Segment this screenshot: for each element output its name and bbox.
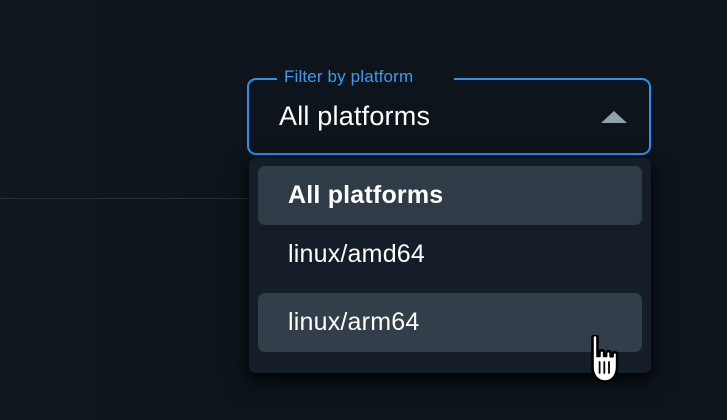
- outline-right-segment: [649, 87, 651, 146]
- outline-corner-bottom-right: [633, 137, 651, 155]
- menu-item-all-platforms[interactable]: All platforms: [258, 166, 642, 225]
- platform-filter-value: All platforms: [279, 101, 431, 131]
- outline-top-right-segment: [454, 78, 642, 80]
- platform-filter-menu: All platforms linux/amd64 linux/arm64: [249, 158, 651, 373]
- outline-corner-bottom-left: [247, 137, 265, 155]
- background-panel: [0, 0, 249, 420]
- outline-corner-top-left: [247, 78, 265, 96]
- platform-option-list: All platforms linux/amd64 linux/arm64: [249, 158, 651, 360]
- arrow-drop-up-icon[interactable]: [601, 110, 627, 123]
- menu-item-linux-arm64[interactable]: linux/arm64: [258, 293, 642, 352]
- menu-item-linux-amd64[interactable]: linux/amd64: [288, 240, 426, 268]
- platform-filter-select[interactable]: Filter by platform All platforms: [247, 67, 651, 155]
- background-divider: [0, 198, 249, 199]
- outline-top-left-segment: [256, 78, 277, 80]
- outline-left-segment: [247, 87, 249, 146]
- outline-corner-top-right: [633, 78, 651, 96]
- platform-filter-label: Filter by platform: [284, 67, 414, 86]
